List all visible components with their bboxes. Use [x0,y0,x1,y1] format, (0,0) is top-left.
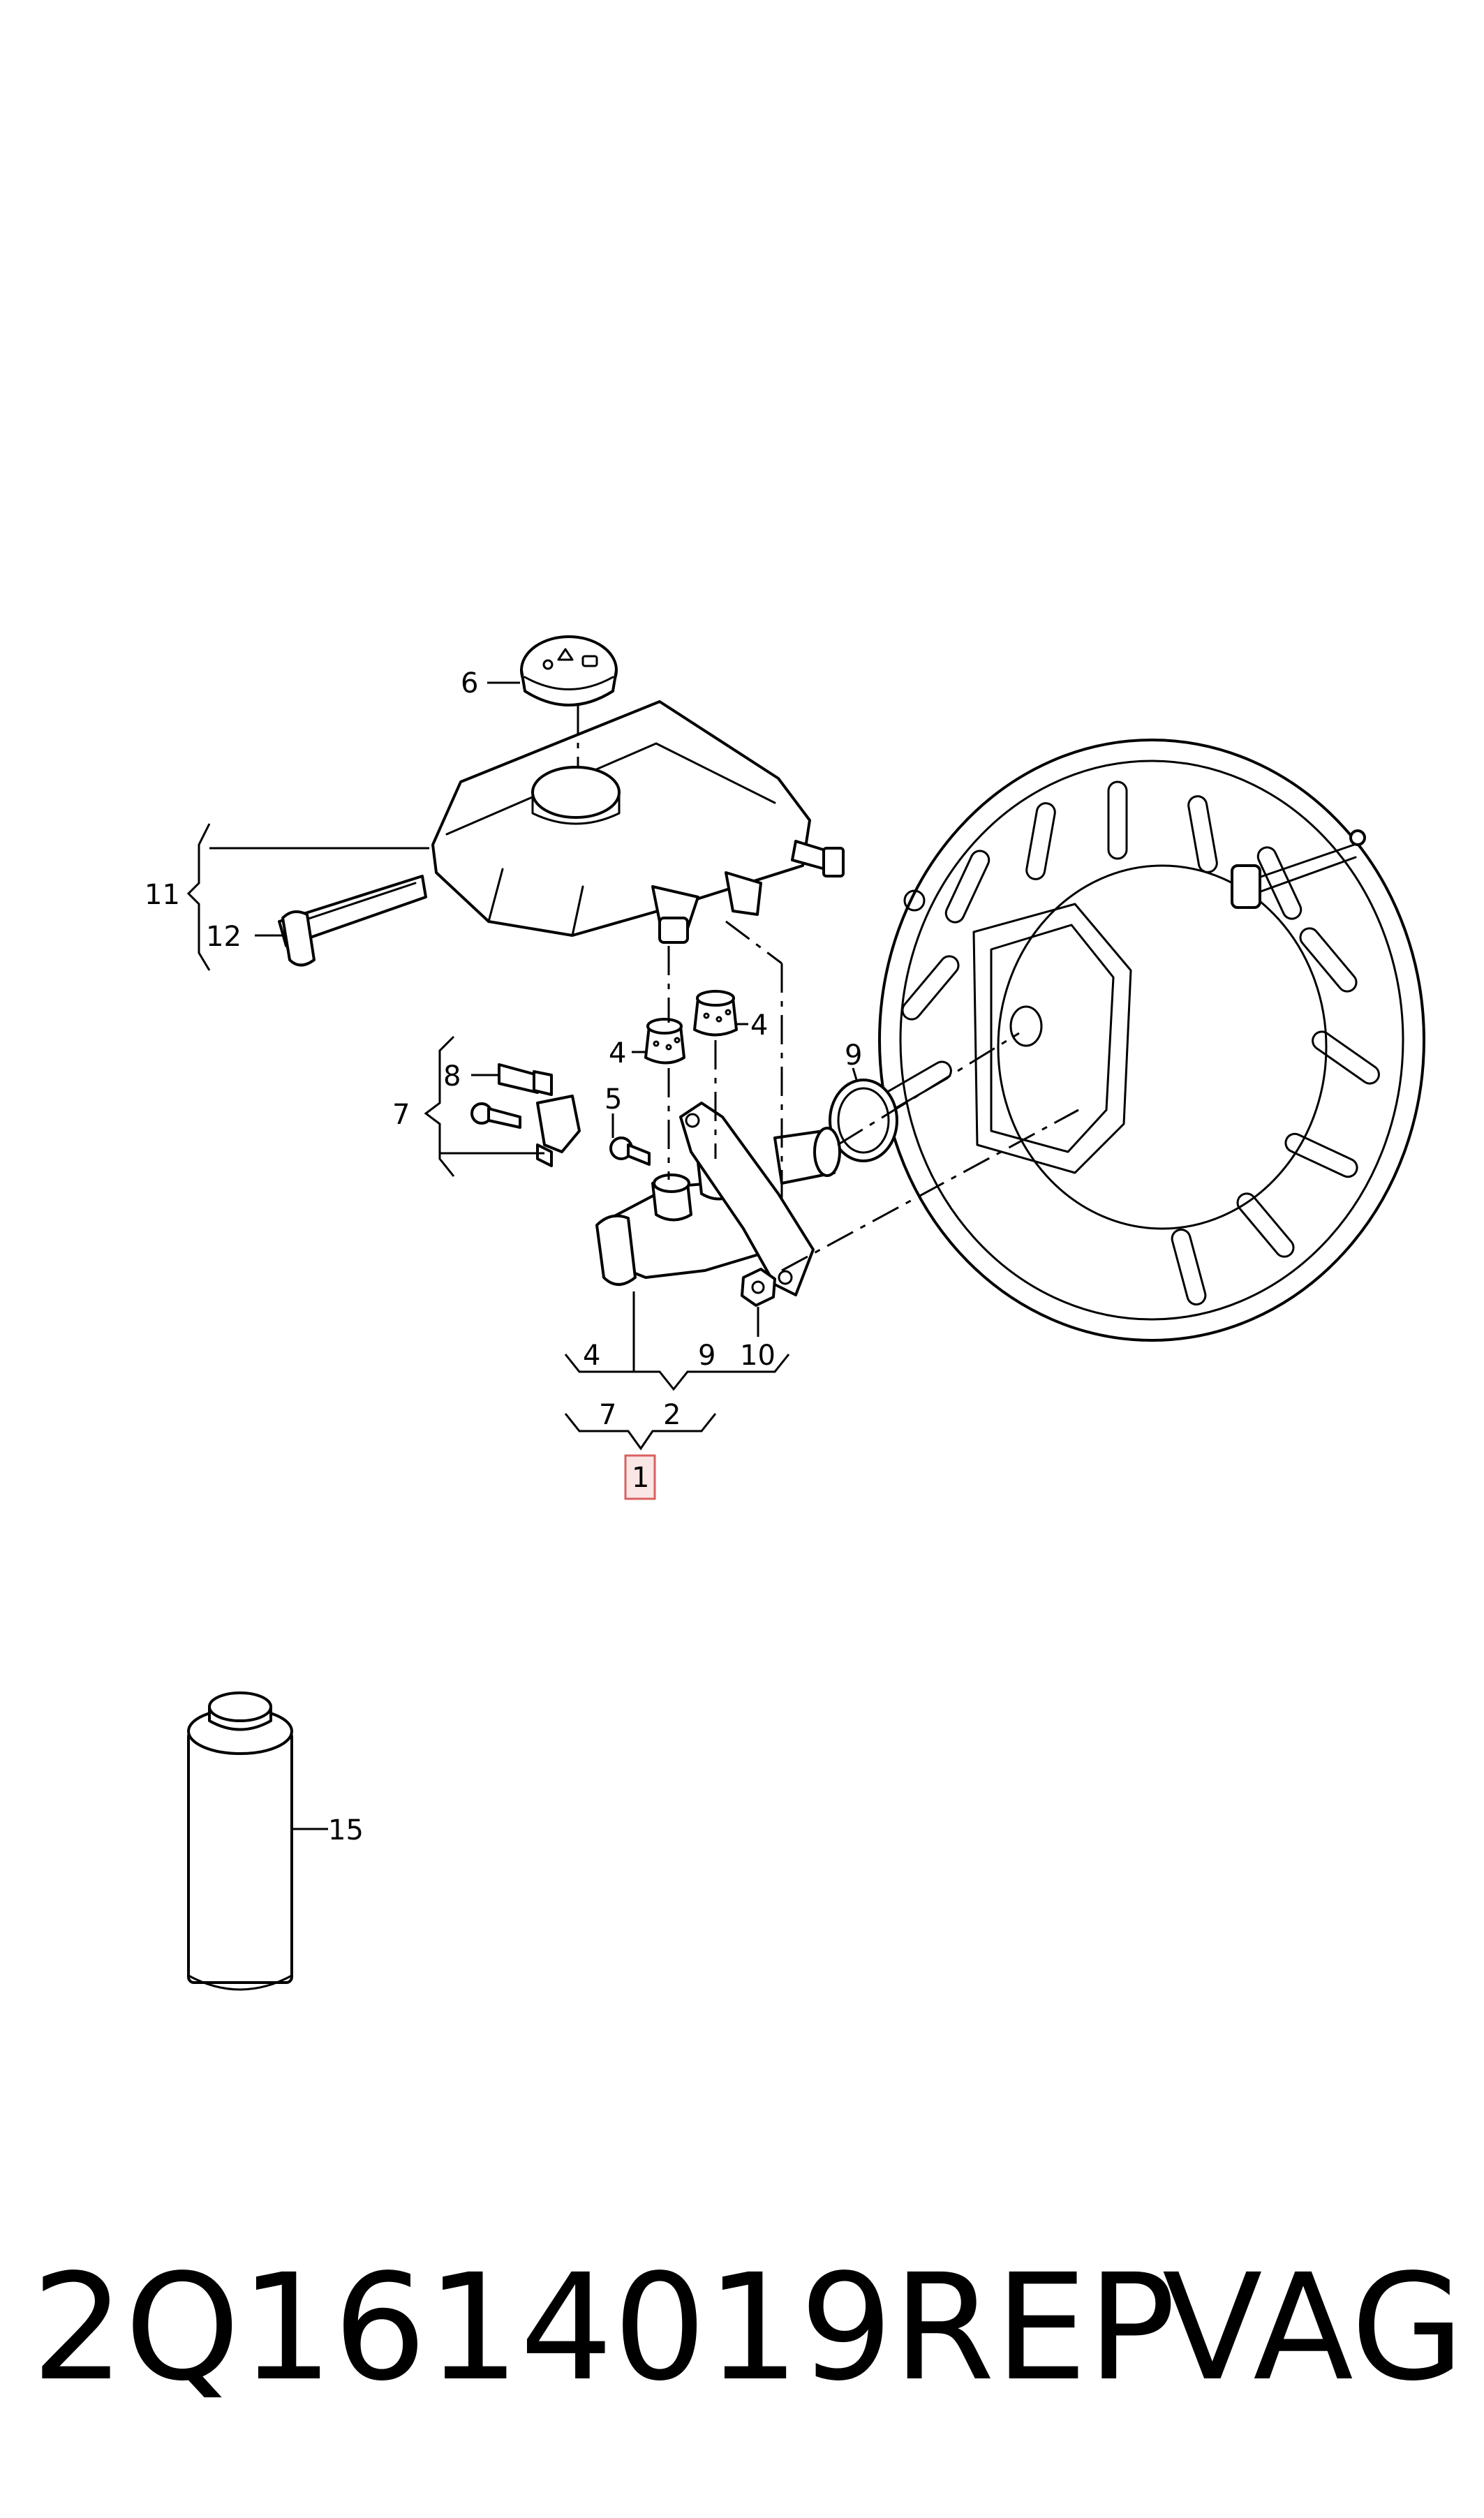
brake-light-switch-bolt [470,1102,521,1129]
callout-12[interactable]: 12 [206,921,242,953]
highlighted-callout-box [624,1454,656,1500]
callout-15[interactable]: 15 [328,1814,364,1846]
callout-9-seal[interactable]: 9 [845,1039,862,1072]
brand-name: VAG [1162,2242,1464,2413]
mounting-bolt [609,1136,651,1166]
callout-2[interactable]: 2 [663,1399,681,1431]
seal-ring [829,1079,898,1162]
callout-4-bottom[interactable]: 4 [583,1340,600,1372]
brake-fluid-bottle [187,1691,293,1991]
callout-7-bracket[interactable]: 7 [392,1099,410,1131]
brake-light-switch [536,1095,581,1167]
callout-4-right[interactable]: 4 [750,1009,768,1042]
callout-10[interactable]: 10 [740,1340,776,1372]
callout-9-bottom[interactable]: 9 [698,1340,715,1372]
reservoir-grommet-left [644,1018,685,1065]
callout-4-left[interactable]: 4 [609,1037,626,1069]
callout-brackets [186,681,859,1830]
brake-booster [878,739,1425,1342]
assembly-lines [577,705,1079,1272]
callout-7-bottom[interactable]: 7 [599,1399,616,1431]
callout-1[interactable]: 1 [632,1462,649,1494]
reservoir-cap [520,635,618,706]
callout-8[interactable]: 8 [443,1060,461,1093]
reservoir-grommet-right [693,990,738,1037]
callout-labels: 6 11 12 4 4 8 7 5 9 10 4 9 7 2 1 15 [144,667,862,1846]
callout-5[interactable]: 5 [604,1083,622,1116]
brake-fluid-reservoir [431,700,845,944]
pressure-sensor [498,1063,553,1096]
part-number: 2Q1614019REP [31,2242,1176,2413]
callout-11[interactable]: 11 [144,879,180,911]
fluid-level-sensor [278,875,427,967]
callout-6[interactable]: 6 [461,667,478,699]
hex-nut [741,1268,776,1307]
brake-master-cylinder [595,1102,841,1296]
